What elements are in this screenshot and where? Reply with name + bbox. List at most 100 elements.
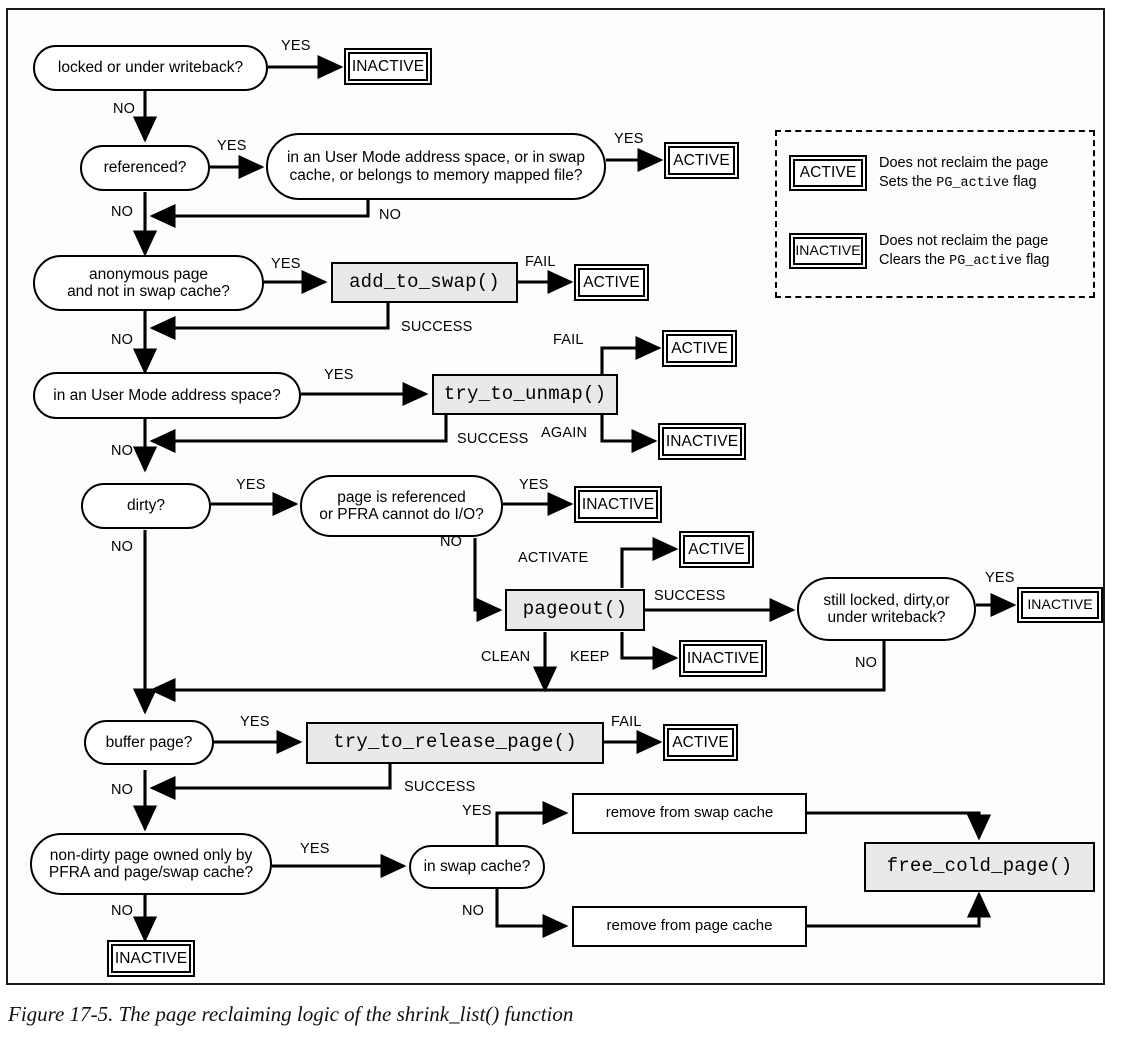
edge-label-yes-page-ref: YES xyxy=(519,477,549,493)
edge-label-yes-locked: YES xyxy=(281,38,311,54)
edge-label-yes-non-dirty: YES xyxy=(300,841,330,857)
action-remove-from-page-cache-label: remove from page cache xyxy=(606,917,773,935)
legend-active-line2-suffix: flag xyxy=(1009,173,1037,190)
terminal-inactive-4-label: INACTIVE xyxy=(686,649,760,667)
legend-terminal-inactive-label: INACTIVE xyxy=(795,242,861,259)
edge-label-fail-add-to-swap: FAIL xyxy=(525,254,556,270)
condition-still-locked-dirty-writeback-line2: under writeback? xyxy=(827,609,946,626)
edge-label-again-unmap: AGAIN xyxy=(541,425,588,441)
condition-referenced-label: referenced? xyxy=(103,159,187,177)
condition-still-locked-dirty-writeback[interactable]: still locked, dirty,or under writeback? xyxy=(797,577,976,641)
condition-non-dirty-page-owned-line2: PFRA and page/swap cache? xyxy=(48,864,254,881)
action-remove-from-page-cache[interactable]: remove from page cache xyxy=(572,906,807,947)
legend-row-inactive: INACTIVE Does not reclaim the page Clear… xyxy=(788,232,1049,270)
legend-inactive-line2: Clears the PG_active flag xyxy=(879,251,1049,270)
edge-label-success-add-to-swap: SUCCESS xyxy=(401,319,473,335)
edge-label-no-locked: NO xyxy=(113,101,136,117)
terminal-active-2[interactable]: ACTIVE xyxy=(573,263,650,302)
condition-anonymous-page-line1: anonymous page xyxy=(89,265,208,283)
legend-active-description: Does not reclaim the page Sets the PG_ac… xyxy=(879,154,1048,192)
edge-label-no-non-dirty: NO xyxy=(111,903,134,919)
edge-label-yes-referenced: YES xyxy=(217,138,247,154)
legend-row-active: ACTIVE Does not reclaim the page Sets th… xyxy=(788,154,1048,192)
edge-label-no-in-swap: NO xyxy=(462,903,485,919)
edge-label-no-usermode-swap: NO xyxy=(379,207,402,223)
figure-caption: Figure 17-5. The page reclaiming logic o… xyxy=(8,1002,574,1026)
function-try-to-release-page-label: try_to_release_page() xyxy=(333,731,577,754)
edge-label-no-user-mode: NO xyxy=(111,443,134,459)
function-free-cold-page-label: free_cold_page() xyxy=(886,855,1073,878)
function-add-to-swap[interactable]: add_to_swap() xyxy=(331,262,518,303)
terminal-active-4[interactable]: ACTIVE xyxy=(678,530,755,569)
function-free-cold-page[interactable]: free_cold_page() xyxy=(864,842,1095,892)
edge-label-success-release: SUCCESS xyxy=(404,779,476,795)
terminal-inactive-2[interactable]: INACTIVE xyxy=(657,422,747,461)
condition-page-referenced-or-pfra-io[interactable]: page is referenced or PFRA cannot do I/O… xyxy=(300,475,503,537)
edge-label-no-still-locked: NO xyxy=(855,655,878,671)
terminal-active-4-label: ACTIVE xyxy=(688,540,745,558)
edge-label-keep-pageout: KEEP xyxy=(570,649,610,665)
terminal-active-5-label: ACTIVE xyxy=(672,733,729,751)
terminal-inactive-3[interactable]: INACTIVE xyxy=(573,485,663,524)
edge-label-fail-release: FAIL xyxy=(611,714,642,730)
edge-label-clean-pageout: CLEAN xyxy=(481,649,531,665)
legend-terminal-active: ACTIVE xyxy=(788,154,868,192)
edge-label-no-buffer: NO xyxy=(111,782,134,798)
legend-active-line2-code: PG_active xyxy=(936,175,1010,191)
condition-page-referenced-or-pfra-io-line1: page is referenced xyxy=(337,488,466,506)
condition-anonymous-page-line2: and not in swap cache? xyxy=(67,283,230,300)
terminal-active-5[interactable]: ACTIVE xyxy=(662,723,739,762)
edge-label-no-page-ref: NO xyxy=(440,534,463,550)
action-remove-from-swap-cache[interactable]: remove from swap cache xyxy=(572,793,807,834)
terminal-inactive-6[interactable]: INACTIVE xyxy=(106,939,196,978)
terminal-active-3[interactable]: ACTIVE xyxy=(661,329,738,368)
legend-inactive-line2-prefix: Clears the xyxy=(879,251,950,268)
terminal-active-2-label: ACTIVE xyxy=(583,273,640,291)
edge-label-yes-anon: YES xyxy=(271,256,301,272)
edge-label-no-anon: NO xyxy=(111,332,134,348)
legend-inactive-description: Does not reclaim the page Clears the PG_… xyxy=(879,232,1049,270)
condition-page-referenced-or-pfra-io-line2: or PFRA cannot do I/O? xyxy=(319,506,484,523)
condition-in-swap-cache[interactable]: in swap cache? xyxy=(409,845,545,889)
terminal-inactive-4[interactable]: INACTIVE xyxy=(678,639,768,678)
terminal-active-1[interactable]: ACTIVE xyxy=(663,141,740,180)
legend-terminal-inactive: INACTIVE xyxy=(788,232,868,270)
edge-label-success-unmap: SUCCESS xyxy=(457,431,529,447)
condition-buffer-page[interactable]: buffer page? xyxy=(84,720,214,765)
edge-label-yes-usermode-swap: YES xyxy=(614,131,644,147)
condition-dirty[interactable]: dirty? xyxy=(81,483,211,529)
condition-still-locked-dirty-writeback-line1: still locked, dirty,or xyxy=(823,591,950,609)
function-try-to-unmap-label: try_to_unmap() xyxy=(443,382,607,405)
terminal-inactive-3-label: INACTIVE xyxy=(581,495,655,513)
function-add-to-swap-label: add_to_swap() xyxy=(349,270,500,293)
edge-label-success-pageout: SUCCESS xyxy=(654,588,726,604)
condition-locked-or-writeback[interactable]: locked or under writeback? xyxy=(33,45,268,91)
condition-in-user-mode-address-space[interactable]: in an User Mode address space? xyxy=(33,372,301,419)
legend-active-line2: Sets the PG_active flag xyxy=(879,173,1048,192)
function-pageout[interactable]: pageout() xyxy=(505,589,645,631)
legend-inactive-line2-suffix: flag xyxy=(1022,251,1050,268)
edge-label-activate-pageout: ACTIVATE xyxy=(518,550,589,566)
terminal-inactive-6-label: INACTIVE xyxy=(114,949,188,967)
condition-usermode-or-swap-or-mmap[interactable]: in an User Mode address space, or in swa… xyxy=(266,133,606,200)
terminal-inactive-2-label: INACTIVE xyxy=(665,432,739,450)
edge-label-no-referenced: NO xyxy=(111,204,134,220)
terminal-inactive-1[interactable]: INACTIVE xyxy=(343,47,433,86)
condition-anonymous-page[interactable]: anonymous page and not in swap cache? xyxy=(33,255,264,311)
function-try-to-unmap[interactable]: try_to_unmap() xyxy=(432,374,618,415)
edge-label-no-dirty: NO xyxy=(111,539,134,555)
legend-box: ACTIVE Does not reclaim the page Sets th… xyxy=(775,130,1095,298)
condition-dirty-label: dirty? xyxy=(127,497,165,515)
condition-locked-or-writeback-label: locked or under writeback? xyxy=(57,59,244,77)
condition-in-user-mode-address-space-label: in an User Mode address space? xyxy=(53,386,281,404)
edge-label-yes-user-mode: YES xyxy=(324,367,354,383)
condition-referenced[interactable]: referenced? xyxy=(80,145,210,191)
terminal-inactive-5[interactable]: INACTIVE xyxy=(1016,586,1104,624)
legend-terminal-active-label: ACTIVE xyxy=(799,164,857,182)
terminal-active-3-label: ACTIVE xyxy=(671,339,728,357)
function-try-to-release-page[interactable]: try_to_release_page() xyxy=(306,722,604,764)
condition-in-swap-cache-label: in swap cache? xyxy=(423,858,531,876)
condition-non-dirty-page-owned[interactable]: non-dirty page owned only by PFRA and pa… xyxy=(30,833,272,895)
edge-label-yes-buffer: YES xyxy=(240,714,270,730)
